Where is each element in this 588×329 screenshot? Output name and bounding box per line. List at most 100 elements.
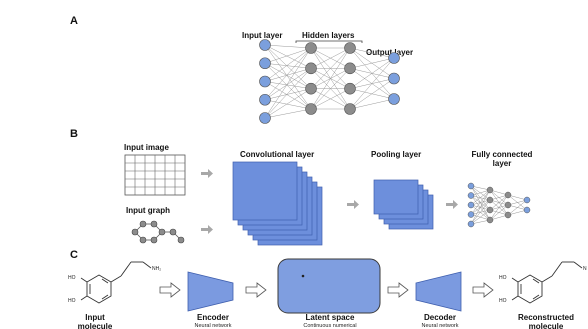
arrow-conv-to-pool <box>347 200 359 209</box>
graph-node <box>150 220 158 228</box>
conv-layer-stack <box>232 161 323 246</box>
hidden-node <box>344 42 356 54</box>
graph-node <box>150 236 158 244</box>
fc-node <box>523 196 531 204</box>
panel-b-letter: B <box>70 128 78 140</box>
fc-node <box>504 211 512 219</box>
fc-edge <box>489 204 509 221</box>
output-node <box>388 52 400 64</box>
graph-node <box>139 236 147 244</box>
input-molecule-label-line1: Input <box>85 313 105 322</box>
fc-layer-label-line2: layer <box>493 159 512 168</box>
input-node <box>259 75 271 88</box>
network-edge <box>264 63 312 89</box>
fc-node <box>504 191 512 199</box>
hidden-node <box>305 103 317 115</box>
fc-edge <box>470 204 491 221</box>
network-edge <box>264 63 312 69</box>
pooling-layer-label: Pooling layer <box>371 150 421 159</box>
output-node <box>388 93 400 105</box>
network-nodes <box>259 39 400 124</box>
fc-edge <box>470 209 491 225</box>
recon-molecule-label-line1: Reconstructed <box>518 313 574 322</box>
network-edge <box>264 47 312 100</box>
fc-edge <box>470 185 491 201</box>
network-edge <box>264 44 312 49</box>
hidden-node <box>344 103 356 115</box>
network-edge <box>264 44 312 110</box>
fc-edge <box>470 185 491 211</box>
latent-space-label: Latent space <box>306 313 355 322</box>
network-edge <box>264 81 312 89</box>
arrow-image-to-conv <box>201 169 213 178</box>
recon-ho-label-2: HO <box>499 298 507 304</box>
input-node <box>259 93 271 106</box>
network-edge <box>349 57 395 110</box>
network-edge <box>310 47 351 110</box>
input-graph-diagram <box>131 220 185 244</box>
hidden-node <box>344 62 356 75</box>
fc-node <box>467 220 475 228</box>
network-edge <box>264 99 312 110</box>
input-layer-label: Input layer <box>242 31 282 40</box>
fc-network-edges <box>470 185 528 225</box>
hidden-node <box>305 42 317 54</box>
network-edges <box>264 44 395 119</box>
graph-node <box>139 220 147 228</box>
fc-edge <box>507 194 528 201</box>
network-edge <box>264 44 312 89</box>
fc-node <box>486 216 494 224</box>
graph-node <box>169 228 177 236</box>
decoder-sublabel: Neural network <box>422 323 459 329</box>
decoder-trapezoid <box>415 271 462 312</box>
network-edge <box>349 57 395 89</box>
latent-space-sublabel: Continuous numerical <box>303 323 356 329</box>
fc-edge <box>489 194 509 211</box>
input-graph-label: Input graph <box>126 206 170 215</box>
recon-n-label: N <box>583 266 587 272</box>
network-edge <box>349 47 395 59</box>
network-edge <box>264 44 312 69</box>
network-edge <box>264 47 312 64</box>
network-edge <box>349 98 395 110</box>
fc-node <box>486 196 494 204</box>
reconstructed-molecule-structure <box>511 261 583 304</box>
hidden-layers-label: Hidden layers <box>302 31 355 40</box>
network-edge <box>310 68 351 110</box>
network-edge <box>264 88 312 100</box>
arrow-pool-to-fc <box>446 200 458 209</box>
panel-a: A Input layer Hidden layers Output layer <box>70 15 413 124</box>
hidden-node <box>344 82 356 95</box>
network-edge <box>310 88 351 110</box>
network-edge <box>349 78 395 110</box>
network-edge <box>264 68 312 119</box>
network-edge <box>264 47 312 119</box>
fc-network-nodes <box>467 182 531 228</box>
input-ho-label-2: HO <box>68 298 76 304</box>
arrow-decoder-to-molecule <box>472 282 494 298</box>
network-edge <box>264 88 312 119</box>
panel-c-letter: C <box>70 249 78 261</box>
pooling-layer-stack <box>373 179 434 230</box>
hidden-node <box>305 82 317 95</box>
input-node <box>259 39 271 51</box>
output-layer-label: Output layer <box>366 48 413 57</box>
network-edge <box>310 47 351 69</box>
input-image-grid <box>124 154 186 196</box>
hidden-layers-bracket <box>295 40 363 43</box>
fc-edge <box>489 194 509 221</box>
network-edge <box>264 47 312 82</box>
network-edge <box>264 68 312 100</box>
decoder-label: Decoder <box>424 313 456 322</box>
fc-node <box>467 182 475 190</box>
arrow-molecule-to-encoder <box>159 282 181 298</box>
fc-edge <box>507 209 528 216</box>
fc-edge <box>470 195 491 211</box>
recon-molecule-label-line2: molecule <box>529 322 564 329</box>
panel-b: B Input image Input graph Convolutional … <box>70 128 533 246</box>
graph-node <box>131 228 139 236</box>
panel-a-letter: A <box>70 15 78 27</box>
output-node <box>388 72 400 85</box>
fc-node <box>523 206 531 214</box>
